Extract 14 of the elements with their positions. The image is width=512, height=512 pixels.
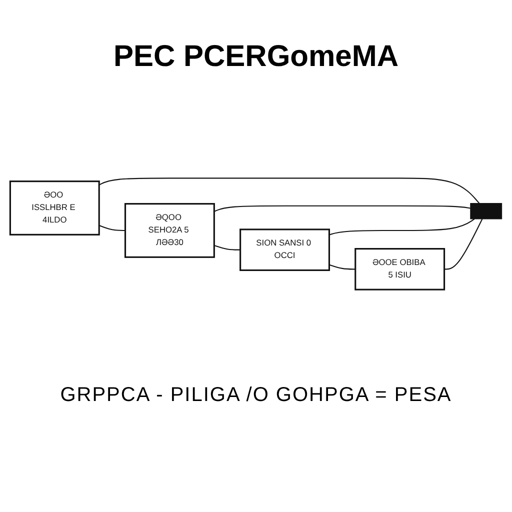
node-box: SION SANSI 0 OCCI: [240, 228, 330, 272]
node-box: ƏQOO SEHO2A 5 ЛƏƏ30: [124, 203, 215, 258]
connector: [98, 178, 480, 204]
node-box: ƏOO ISSLHBR E 4ILDO: [9, 180, 100, 236]
diagram-title: PEC PCERGomeMA: [112, 40, 400, 74]
connector: [329, 218, 475, 236]
connector: [214, 205, 471, 212]
connector: [98, 225, 126, 232]
connector: [329, 264, 356, 270]
node-box: ƏOOE OBIBA 5 ISIU: [354, 248, 446, 290]
connector: [214, 245, 240, 250]
bus-label: GRPPCA - PILIGA /O GOHPGA = PESA: [59, 384, 453, 407]
node-bar: [470, 203, 502, 220]
connector: [444, 218, 483, 270]
